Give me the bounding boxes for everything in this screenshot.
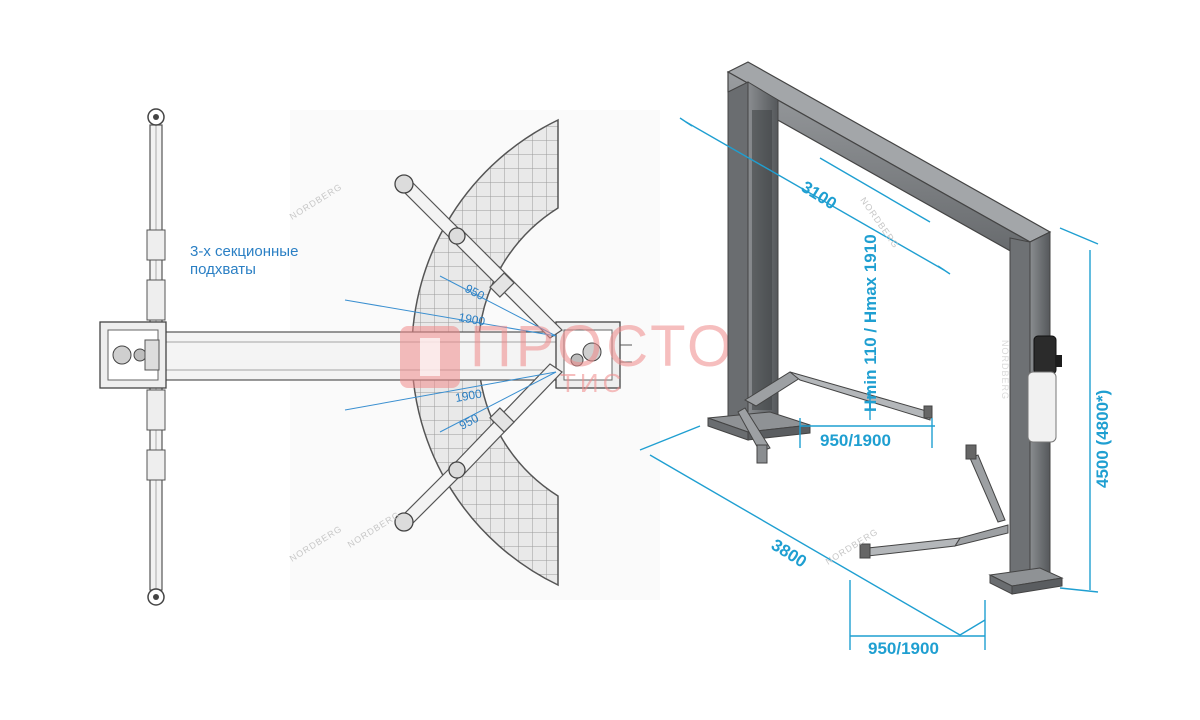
lower-lift-arms — [859, 444, 1009, 559]
lift-height-range-label: Hmin 110 / Hmax 1910 — [861, 234, 880, 412]
perspective-view-diagram: NORDBERG — [639, 61, 1112, 658]
reach-dimension-lines — [344, 275, 557, 433]
watermark-text-top: ПРОСТО — [470, 314, 736, 379]
upper-arm-reach-label: 950/1900 — [820, 431, 891, 450]
brand-mark: NORDBERG — [824, 526, 880, 566]
dimension-lines — [639, 117, 1099, 650]
arm-sections-label-line1: 3-х секционные — [190, 243, 298, 260]
arm-sections-label-line2: подхваты — [190, 261, 256, 278]
center-beam — [164, 331, 561, 381]
hydraulic-power-unit — [1027, 335, 1062, 443]
overall-width-label: 3800 — [768, 535, 810, 571]
upper-lift-arms — [737, 371, 933, 464]
left-column-base — [99, 321, 167, 389]
reach-label-upper-long: 1900 — [457, 310, 486, 328]
top-view-diagram: 950 1900 1900 950 3-х секционные подхват… — [99, 108, 660, 606]
total-height-label: 4500 (4800*) — [1093, 390, 1112, 488]
left-column — [707, 81, 811, 441]
watermark-text-bottom: ТИС — [560, 368, 625, 398]
right-column-base — [555, 321, 632, 389]
column-brand-label: NORDBERG — [1000, 340, 1010, 400]
lower-arm-reach-label: 950/1900 — [868, 639, 939, 658]
overhead-width-label: 3100 — [798, 177, 840, 213]
arm-pads — [394, 174, 466, 532]
right-column: NORDBERG — [988, 231, 1064, 595]
reach-label-lower-long: 1900 — [454, 386, 483, 404]
watermark: ПРОСТО ТИС — [400, 314, 736, 398]
